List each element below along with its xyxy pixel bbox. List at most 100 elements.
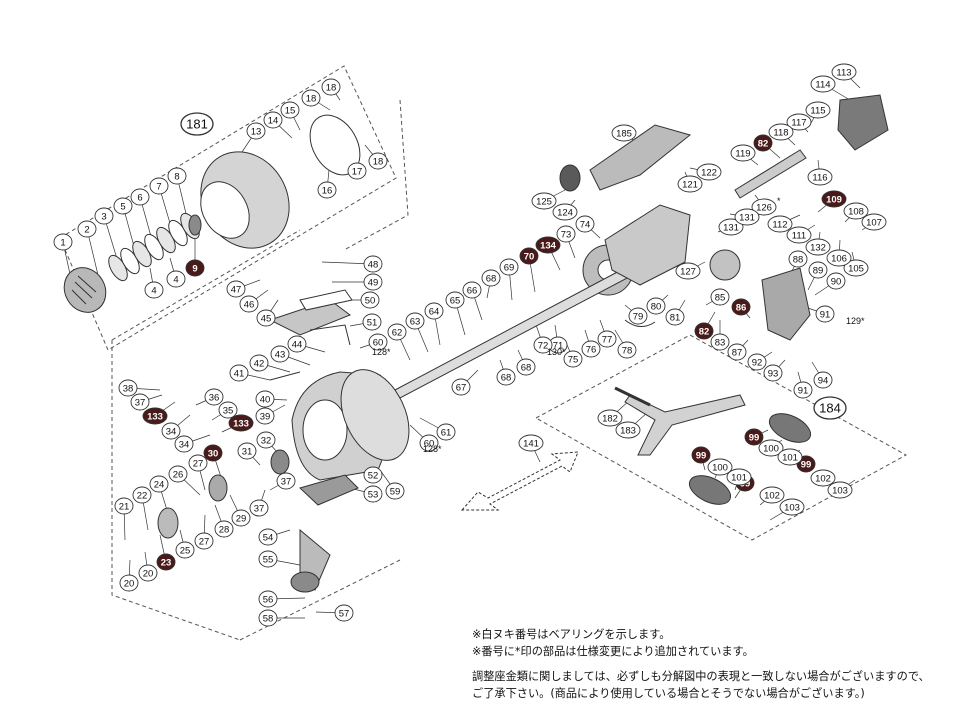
- part-number: 3: [101, 212, 106, 223]
- part-callout: 18: [368, 152, 388, 170]
- callout-bubble: [788, 250, 808, 268]
- part-number: 22: [137, 491, 148, 502]
- washer-note-line2: ご了承下さい。(商品により使用している場合とそうでない場合がございます。): [472, 687, 865, 700]
- callout-bubble: [258, 590, 278, 608]
- part-number: 94: [818, 376, 829, 387]
- part-callout: 37: [130, 393, 150, 411]
- part-callout: 119: [730, 144, 756, 162]
- callout-bubble: [779, 498, 805, 516]
- group-frames: [59, 65, 908, 641]
- part-callout: 106: [826, 249, 852, 267]
- spool-lip-drawing: [200, 181, 250, 239]
- part-number: 101: [731, 473, 747, 484]
- part-number: 112: [772, 220, 787, 231]
- handle-knob-2: [688, 475, 732, 505]
- callout-bubble: [368, 333, 388, 351]
- part-callout: 7: [149, 177, 169, 195]
- part-callout: 111: [786, 226, 812, 244]
- part-number: 113: [836, 68, 851, 79]
- handle-arm-drawing: [624, 394, 746, 456]
- callout-bubble: [249, 354, 269, 372]
- part-number: 4: [151, 286, 156, 297]
- spec-change-mark: 128*: [372, 347, 391, 357]
- part-number: 40: [260, 395, 271, 406]
- part-number-callouts: 1234456789131415161718181820202122232425…: [53, 63, 887, 627]
- callout-bubble: [763, 364, 783, 382]
- callout-bubble: [138, 564, 158, 582]
- bearing-callout: 133: [142, 407, 168, 425]
- body-inner-drawing: [302, 399, 348, 461]
- callout-bubble: [94, 207, 114, 225]
- part-number: 78: [622, 346, 633, 357]
- body-cover-drawing: [299, 474, 359, 506]
- part-callout: 72: [533, 336, 553, 354]
- pinion-gear-drawing: [157, 507, 179, 539]
- part-number: 16: [322, 186, 333, 197]
- part-callout: 68: [481, 269, 501, 287]
- part-number: 88: [793, 255, 804, 266]
- part-callout: 118: [768, 123, 794, 141]
- callout-bubble: [496, 368, 516, 386]
- part-number: 59: [390, 487, 401, 498]
- part-callout: 126: [751, 198, 777, 216]
- bearing-callout: 82: [753, 134, 773, 152]
- frame-rotor-group: [111, 99, 409, 641]
- callout-bubble: [786, 226, 812, 244]
- callout-bubble: [827, 481, 853, 499]
- callout-bubble: [611, 124, 637, 142]
- part-callout: 91: [793, 381, 813, 399]
- part-callout: 85: [710, 288, 730, 306]
- part-callout: 93: [763, 364, 783, 382]
- part-number: 132: [810, 243, 826, 254]
- part-callout: 22: [132, 486, 152, 504]
- callout-bubble: [675, 262, 701, 280]
- callout-bubble: [815, 305, 835, 323]
- part-number: 105: [848, 264, 864, 275]
- callout-bubble: [185, 259, 205, 277]
- callout-bubble: [726, 468, 752, 486]
- part-number: 115: [810, 106, 825, 117]
- bearing-callout: 70: [519, 247, 539, 265]
- part-callout: 32: [256, 431, 276, 449]
- part-callout: 16: [317, 181, 337, 199]
- bearing-callout: 99: [744, 428, 764, 446]
- callout-bubble: [753, 134, 773, 152]
- part-number: 134: [540, 241, 557, 252]
- part-number: 14: [268, 116, 279, 127]
- spec-change-mark: 128*: [423, 444, 442, 454]
- callout-bubble: [805, 238, 831, 256]
- part-number: 131: [739, 213, 755, 224]
- part-callout: 4: [144, 281, 164, 299]
- callout-bubble: [256, 309, 276, 327]
- part-number: 100: [763, 444, 779, 455]
- spec-change-note: ※番号に*印の部品は仕様変更により追加されています。: [472, 645, 754, 658]
- part-callout: 108: [843, 202, 869, 220]
- part-number: 103: [832, 486, 848, 497]
- callout-bubble: [239, 295, 259, 313]
- callout-bubble: [665, 308, 685, 326]
- part-number: 5: [120, 202, 125, 213]
- callout-bubble: [228, 414, 254, 432]
- callout-bubble: [132, 486, 152, 504]
- part-callout: 66: [462, 281, 482, 299]
- part-number: 51: [367, 318, 378, 329]
- callout-bubble: [597, 409, 623, 427]
- part-callout: 141: [518, 434, 544, 452]
- part-callout: 54: [258, 528, 278, 546]
- part-callout: 37: [276, 472, 296, 490]
- part-number: 46: [244, 300, 255, 311]
- bearing-callout: 9: [185, 259, 205, 277]
- part-number: 81: [670, 313, 681, 324]
- callout-bubble: [777, 448, 803, 466]
- callout-bubble: [301, 89, 321, 107]
- callout-bubble: [363, 255, 383, 273]
- part-callout: 83: [710, 333, 730, 351]
- part-number: 80: [651, 302, 662, 313]
- part-number: 117: [791, 118, 806, 129]
- part-callout: 37: [249, 499, 269, 517]
- part-callout: 55: [258, 550, 278, 568]
- callout-bubble: [861, 213, 887, 231]
- callout-bubble: [718, 218, 744, 236]
